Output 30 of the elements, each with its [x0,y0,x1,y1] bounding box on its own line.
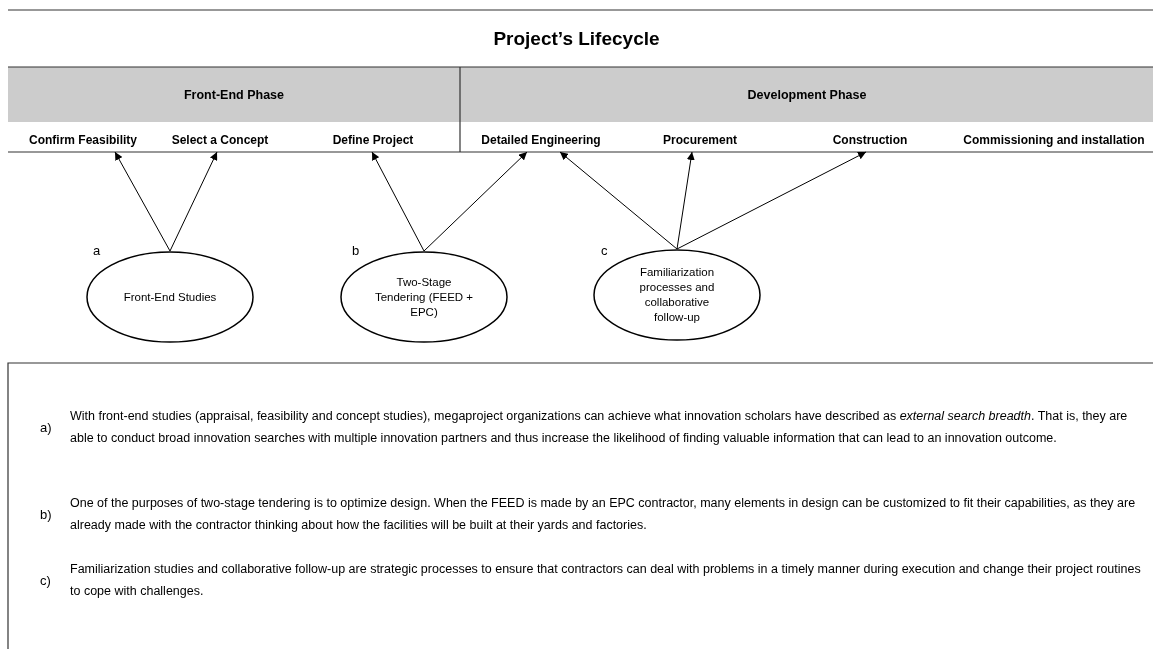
arrow [423,151,528,252]
phase-label: Front-End Phase [184,87,284,102]
node-text: Familiarization processes and collaborative follow-up [638,265,716,325]
node-text: Front-End Studies [122,289,218,305]
node-letter: c [601,243,608,258]
arrow [114,151,171,252]
stage-label: Define Project [332,133,414,147]
phase-label: Development Phase [747,87,867,102]
note-marker: a) [40,419,53,435]
note-text: Familiarization studies and collaborative follow-up are strategic processes to ensure that contractors can deal with problems in a timely manner during execution and change their project routines to cope with challenges. [70,561,1142,600]
stage-label: Select a Concept [171,133,269,147]
arrow [676,151,867,250]
ellipse-node [593,249,761,341]
note-text: One of the purposes of two-stage tendering is to optimize design. When the FEED is made by an EPC contractor, many elements in design can be customized to fit their capabilities, as they are already made with the contractor thinking about how the facilities will be built at their yards and factories. [70,495,1137,534]
arrow [559,151,678,250]
stage-label: Detailed Engineering [481,133,601,147]
stage-label: Construction [832,133,908,147]
note-text: With front-end studies (appraisal, feasibility and concept studies), megaproject organizations can achieve what innovation scholars have described as external search breadth. That is, they are able to conduct broad innovation searches with multiple innovation partners and thus increase the likelihood of finding valuable information that can lead to an innovation outcome. [70,408,1129,447]
node-letter: a [93,243,101,258]
arrow [169,151,218,252]
node-letter: b [352,243,360,258]
stage-label: Confirm Feasibility [29,133,137,147]
stage-label: Procurement [663,133,737,147]
arrow [676,151,695,250]
title: Project’s Lifecycle [492,28,661,50]
note-marker: c) [40,572,52,588]
node-text: Two-Stage Tendering (FEED + EPC) [374,274,474,320]
arrow [371,151,425,252]
note-marker: b) [40,506,53,522]
stage-label: Commissioning and installation [963,133,1145,147]
